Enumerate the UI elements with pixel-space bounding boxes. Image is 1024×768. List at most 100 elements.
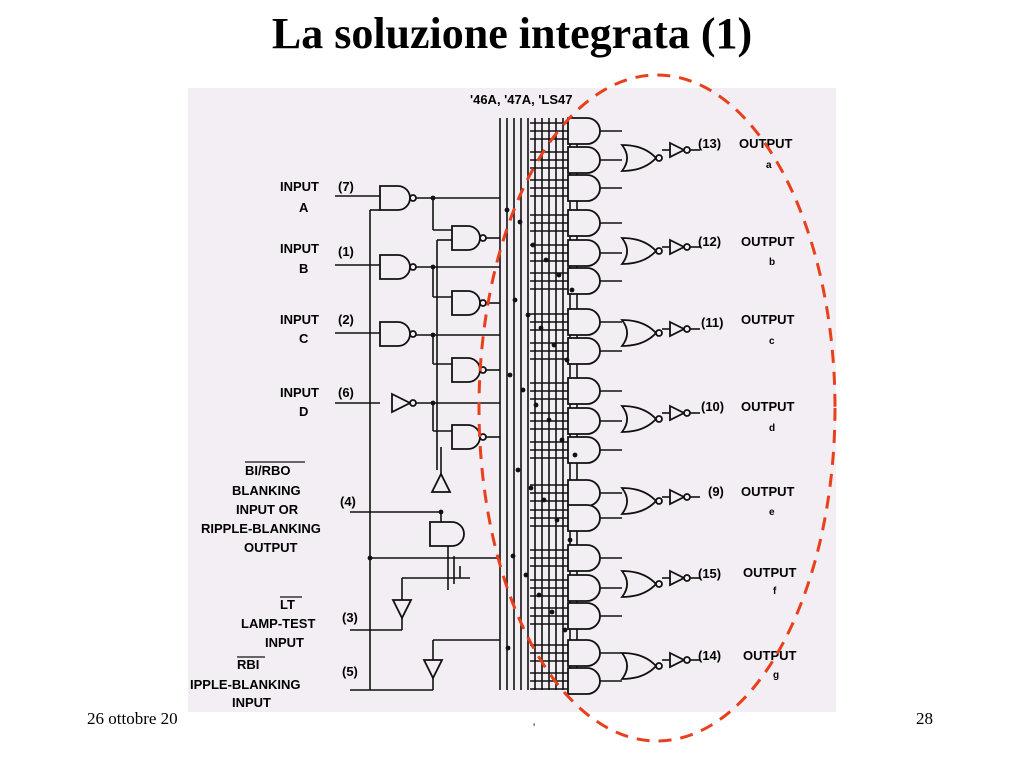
and-gate: [567, 436, 601, 464]
svg-text:OUTPUT: OUTPUT: [741, 234, 795, 249]
lamp-test-label: LT LAMP-TEST INPUT (3): [241, 596, 358, 650]
nor-gate: [620, 144, 658, 172]
junction-dot: [569, 287, 575, 293]
svg-text:INPUT: INPUT: [280, 312, 319, 327]
inversion-bubble: [683, 409, 691, 417]
inversion-bubble: [409, 399, 417, 407]
input-b-label: INPUT B (1): [280, 241, 354, 276]
svg-text:d: d: [769, 423, 775, 434]
junction-dot: [528, 485, 534, 491]
svg-text:e: e: [769, 507, 775, 518]
ripple-blanking-label: RBI IPPLE-BLANKING INPUT (5): [190, 656, 358, 710]
junction-dot: [556, 272, 562, 278]
junction-dot: [543, 257, 549, 263]
input-a-label: INPUT A (7): [280, 179, 354, 215]
inversion-bubble: [655, 329, 663, 337]
junction-dot: [430, 332, 436, 338]
junction-dot: [515, 467, 521, 473]
svg-text:(3): (3): [342, 610, 358, 625]
and-gate: [567, 209, 601, 237]
and-gate: [567, 117, 601, 145]
inversion-bubble: [683, 325, 691, 333]
output-e-label: (9) OUTPUT e: [708, 484, 795, 518]
junction-dot: [567, 537, 573, 543]
junction-dot: [538, 325, 544, 331]
svg-text:BI/RBO: BI/RBO: [245, 463, 291, 478]
buffer-gate: [669, 320, 687, 338]
junction-dot: [551, 342, 557, 348]
junction-dot: [512, 297, 518, 303]
and-gate: [567, 639, 601, 667]
junction-dot: [572, 452, 578, 458]
junction-dot: [430, 400, 436, 406]
svg-text:(2): (2): [338, 312, 354, 327]
junction-dot: [367, 555, 373, 561]
buffer-gate: [422, 659, 444, 681]
and-gate: [567, 504, 601, 532]
footer-date: 26 ottobre 20: [87, 709, 178, 728]
inversion-bubble: [683, 243, 691, 251]
nor-gate: [620, 405, 658, 433]
and-gate: [567, 146, 601, 174]
svg-text:INPUT: INPUT: [232, 695, 271, 710]
junction-dot: [430, 195, 436, 201]
inversion-bubble: [655, 247, 663, 255]
nand-gate: [451, 424, 481, 450]
slide-title: La soluzione integrata (1): [271, 9, 753, 58]
and-gate: [567, 377, 601, 405]
svg-text:LAMP-TEST: LAMP-TEST: [241, 616, 315, 631]
output-g-label: (14) OUTPUT g: [698, 648, 797, 681]
junction-dot: [536, 592, 542, 598]
and-gate: [567, 574, 601, 602]
svg-text:INPUT: INPUT: [280, 385, 319, 400]
and-gate: [567, 602, 601, 630]
inversion-bubble: [655, 497, 663, 505]
junction-dot: [564, 357, 570, 363]
svg-text:OUTPUT: OUTPUT: [741, 312, 795, 327]
and-gate: [429, 521, 465, 547]
svg-text:c: c: [769, 336, 775, 347]
svg-text:OUTPUT: OUTPUT: [741, 399, 795, 414]
junction-dot: [541, 497, 547, 503]
junction-dot: [510, 553, 516, 559]
junction-dot: [523, 572, 529, 578]
inversion-bubble: [683, 656, 691, 664]
junction-dot: [517, 219, 523, 225]
svg-text:f: f: [773, 586, 777, 597]
junction-dot: [562, 627, 568, 633]
nor-gate: [620, 319, 658, 347]
nand-gate: [379, 321, 411, 347]
nand-gate: [379, 185, 411, 211]
svg-text:(12): (12): [698, 234, 721, 249]
inversion-bubble: [409, 194, 417, 202]
junction-dot: [430, 264, 436, 270]
junction-dot: [530, 242, 536, 248]
svg-text:INPUT: INPUT: [280, 179, 319, 194]
svg-text:BLANKING: BLANKING: [232, 483, 301, 498]
output-d-label: (10) OUTPUT d: [701, 399, 795, 434]
nor-gate: [620, 487, 658, 515]
nor-gate: [620, 652, 658, 680]
junction-dot: [549, 609, 555, 615]
input-d-label: INPUT D (6): [280, 385, 354, 419]
junction-dot: [546, 417, 552, 423]
junction-dot: [525, 312, 531, 318]
inversion-bubble: [655, 662, 663, 670]
and-gate: [567, 174, 601, 202]
junction-dot: [507, 372, 513, 378]
output-c-label: (11) OUTPUT c: [701, 312, 795, 347]
svg-text:(9): (9): [708, 484, 724, 499]
and-gate: [567, 667, 601, 695]
and-gate: [567, 337, 601, 365]
junction-dot: [559, 437, 565, 443]
schematic-scan-background: [188, 88, 836, 712]
svg-text:(11): (11): [701, 315, 723, 330]
buffer-gate: [669, 404, 687, 422]
nor-gate: [620, 237, 658, 265]
inversion-bubble: [655, 580, 663, 588]
svg-text:OUTPUT: OUTPUT: [244, 540, 298, 555]
inversion-bubble: [683, 574, 691, 582]
buffer-gate: [669, 488, 687, 506]
input-c-label: INPUT C (2): [280, 312, 354, 346]
svg-text:(6): (6): [338, 385, 354, 400]
